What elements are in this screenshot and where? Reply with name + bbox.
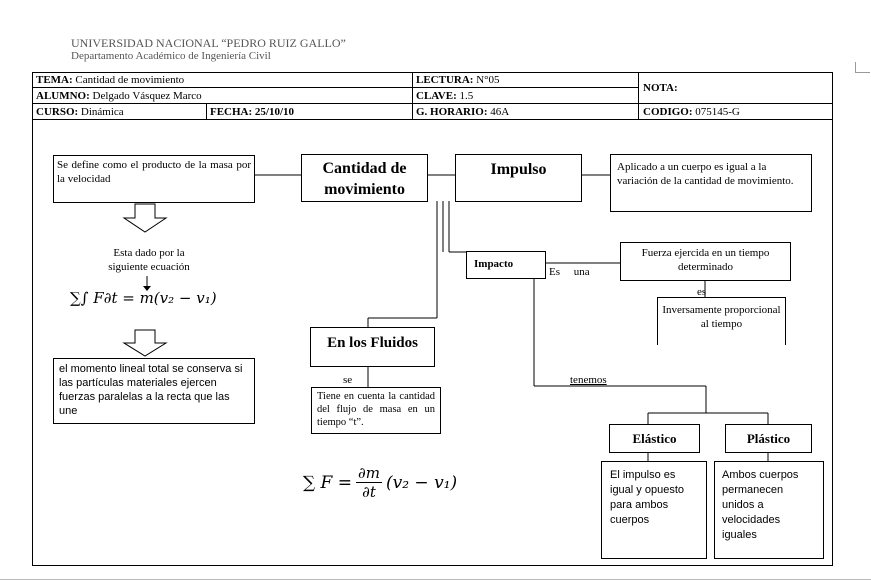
lectura-cell: LECTURA: N°05 (413, 73, 500, 87)
equation-intro-text: Esta dado por la siguiente ecuación (108, 247, 190, 273)
tenemos-label: tenemos (570, 374, 607, 386)
fuerza-box: Fuerza ejercida en un tiempo determinado (620, 242, 791, 281)
nota-label: NOTA: (643, 82, 678, 94)
alumno-label: ALUMNO: (36, 90, 90, 102)
codigo-label: CODIGO: (643, 106, 693, 118)
page-corner-mark (855, 62, 870, 73)
formula-2-denominator: ∂t (362, 483, 376, 501)
clave-cell: CLAVE: 1.5 (413, 89, 473, 103)
main-concept-box: Cantidad de movimiento (301, 154, 428, 202)
plastico-description-box: Ambos cuerpos permanecen unidos a veloci… (714, 461, 824, 559)
tema-label: TEMA: (36, 74, 73, 86)
curso-cell: CURSO: Dinámica (33, 105, 124, 119)
curso-label: CURSO: (36, 106, 79, 118)
se-label: se (343, 374, 353, 386)
table-rule (638, 72, 639, 119)
curso-value: Dinámica (80, 106, 124, 118)
codigo-value: 075145-G (695, 106, 740, 118)
table-rule (32, 103, 832, 104)
table-rule (32, 87, 638, 88)
tema-cell: TEMA: Cantidad de movimiento (33, 73, 184, 87)
fluidos-description-box: Tiene en cuenta la cantidad del flujo de… (311, 387, 441, 434)
page-bottom-rule (0, 579, 871, 580)
es-label: es (697, 286, 707, 298)
tema-value: Cantidad de movimiento (75, 74, 185, 86)
university-name: UNIVERSIDAD NACIONAL “PEDRO RUIZ GALLO” (71, 36, 346, 50)
elastico-box: Elástico (609, 424, 700, 453)
department-name: Departamento Académico de Ingeniería Civ… (71, 50, 271, 62)
clave-label: CLAVE: (416, 90, 457, 102)
formula-2-fraction: ∂m ∂t (355, 464, 382, 501)
codigo-cell: CODIGO: 075145-G (640, 105, 740, 119)
page-frame (32, 72, 833, 566)
inversamente-box: Inversamente proporcional al tiempo (657, 297, 786, 345)
fluidos-box: En los Fluidos (310, 327, 435, 367)
lectura-label: LECTURA: (416, 74, 474, 86)
impulso-box: Impulso (455, 154, 582, 202)
formula-2-numerator: ∂m (355, 464, 382, 483)
fluid-force-formula: ∑ F = ∂m ∂t (v₂ − v₁) (303, 464, 457, 501)
impulso-description-box: Aplicado a un cuerpo es igual a la varia… (610, 154, 812, 212)
horario-label: G. HORARIO: (416, 106, 488, 118)
impulse-formula: ∑∫ F∂t = m(v₂ − v₁) (70, 289, 217, 307)
table-rule (206, 103, 207, 119)
elastico-description-box: El impulso es igual y opuesto para ambos… (601, 461, 707, 559)
table-rule (412, 72, 413, 119)
clave-value: 1.5 (459, 90, 474, 102)
fecha-cell: FECHA: 25/10/10 (210, 106, 295, 118)
table-rule (32, 119, 832, 120)
es-una-label: Es una (549, 266, 590, 278)
formula-2-lhs: ∑ F = (303, 472, 352, 493)
impacto-box: Impacto (466, 251, 546, 279)
conservation-box: el momento lineal total se conserva si l… (53, 358, 255, 424)
horario-cell: G. HORARIO: 46A (413, 105, 509, 119)
formula-2-rhs: (v₂ − v₁) (385, 472, 458, 493)
definition-box: Se define como el producto de la masa po… (53, 155, 255, 203)
lectura-value: N°05 (476, 74, 500, 86)
horario-value: 46A (490, 106, 510, 118)
plastico-box: Plástico (725, 424, 812, 453)
alumno-cell: ALUMNO: Delgado Vásquez Marco (33, 89, 202, 103)
alumno-value: Delgado Vásquez Marco (92, 90, 202, 102)
